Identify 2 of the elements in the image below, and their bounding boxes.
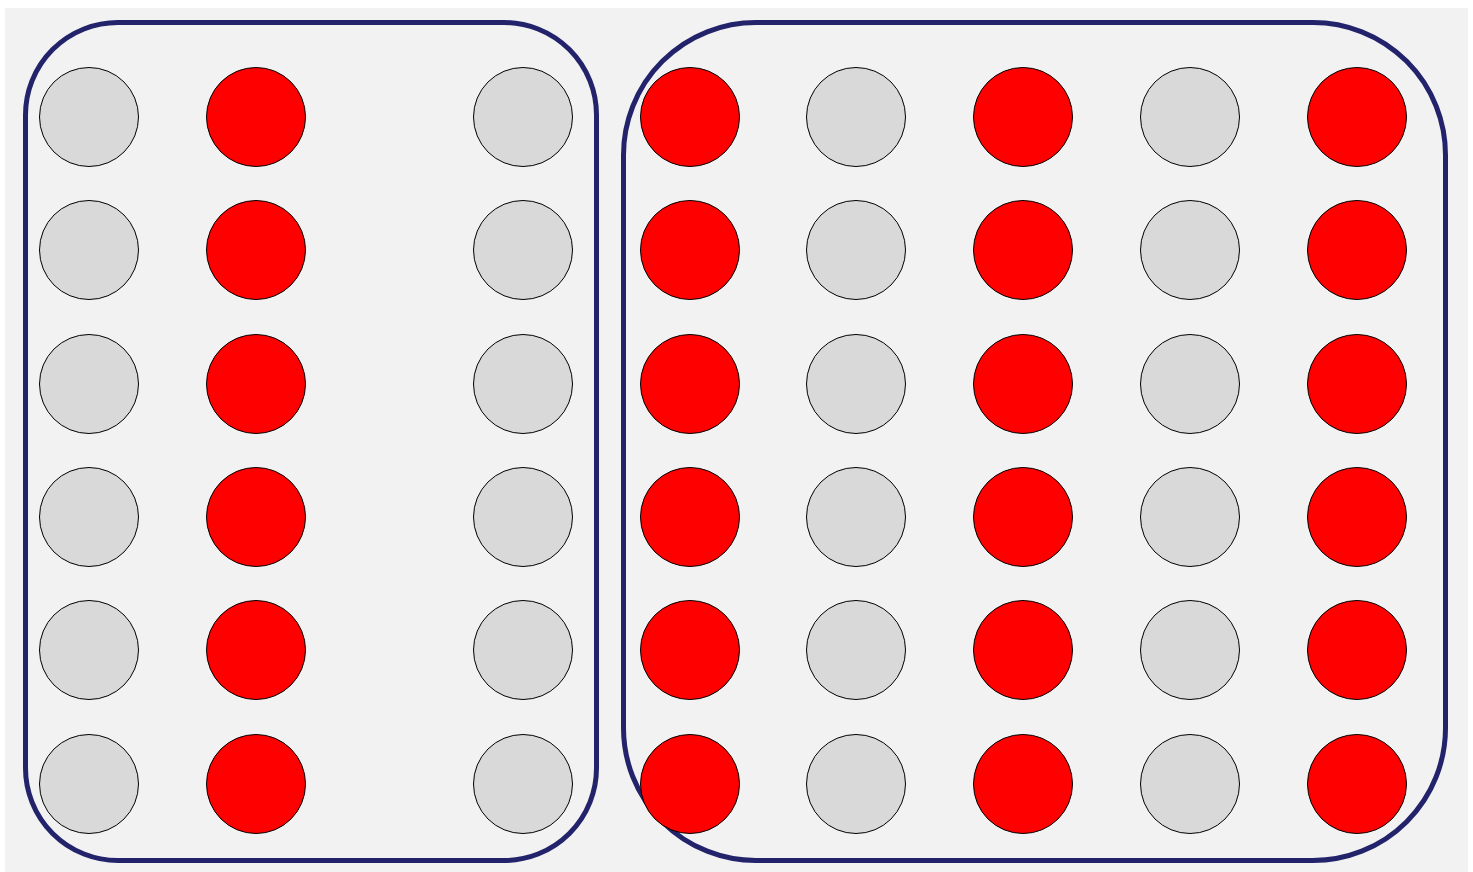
rounded-frame bbox=[621, 20, 1448, 863]
rounded-frame bbox=[23, 20, 599, 863]
